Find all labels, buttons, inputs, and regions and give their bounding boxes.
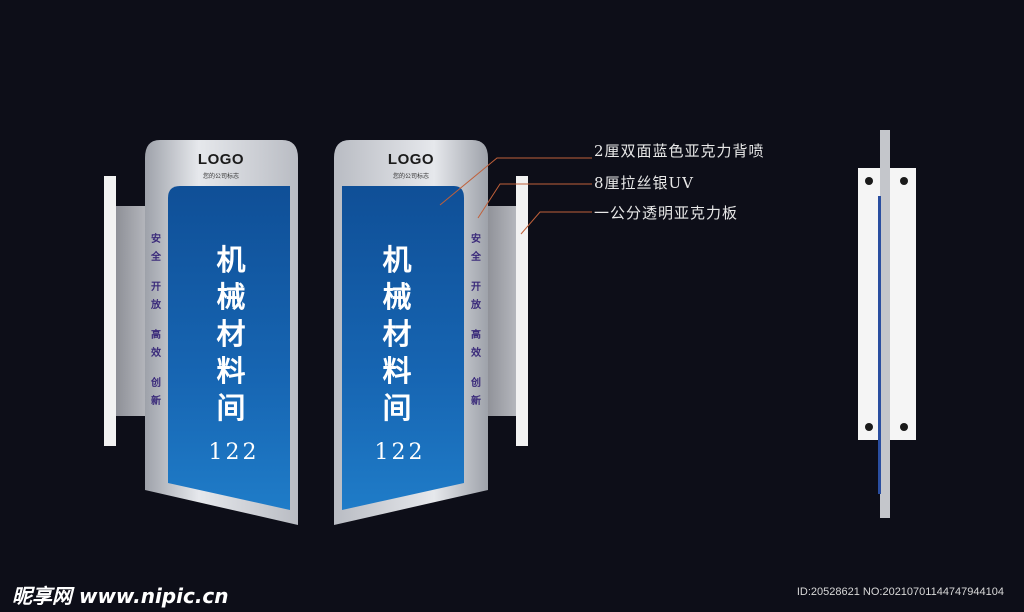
slogan-char: 安 <box>151 234 161 245</box>
watermark-id: ID:20528621 NO:20210701144747944104 <box>796 586 1004 598</box>
slogan-char: 新 <box>151 396 161 407</box>
left-logo: LOGO <box>197 151 245 168</box>
room-name-char: 材 <box>216 317 246 351</box>
room-name-char: 械 <box>216 280 246 314</box>
slogan-char: 创 <box>471 378 481 389</box>
slogan-char: 高 <box>151 330 161 341</box>
screw-icon <box>865 177 873 185</box>
watermark-site: 昵享网 www.nipic.cn <box>12 584 229 608</box>
room-name-char: 料 <box>216 354 246 388</box>
right-logo-subtitle: 您的公司标志 <box>392 173 429 180</box>
left-wall-plate <box>104 176 116 446</box>
room-name-char: 机 <box>382 243 412 277</box>
slogan-char: 效 <box>151 348 161 359</box>
callout-line-2 <box>477 183 592 219</box>
slogan-char: 开 <box>471 282 481 293</box>
slogan-char: 放 <box>151 300 161 311</box>
slogan-char: 全 <box>151 252 161 263</box>
slogan-char: 效 <box>471 348 481 359</box>
left-bracket <box>116 206 146 416</box>
room-name-char: 机 <box>216 243 246 277</box>
room-name-char: 料 <box>382 354 412 388</box>
side-view-blue-layer <box>878 196 881 494</box>
room-name-char: 械 <box>382 280 412 314</box>
callout-line-3 <box>520 211 592 235</box>
right-wall-plate <box>516 176 528 446</box>
slogan-char: 高 <box>471 330 481 341</box>
right-blue-panel <box>334 186 464 510</box>
room-name-char: 间 <box>216 391 246 425</box>
side-view-rod <box>880 130 890 518</box>
slogan-char: 安 <box>471 234 481 245</box>
slogan-char: 开 <box>151 282 161 293</box>
left-blue-panel <box>168 186 290 510</box>
room-name-char: 材 <box>382 317 412 351</box>
right-bracket <box>486 206 516 416</box>
slogan-char: 全 <box>471 252 481 263</box>
slogan-char: 新 <box>471 396 481 407</box>
screw-icon <box>900 177 908 185</box>
callout-silver-uv: 8厘拉丝银UV <box>594 174 695 192</box>
right-room-number: 122 <box>374 440 426 465</box>
left-logo-subtitle: 您的公司标志 <box>202 173 239 180</box>
callout-clear-acrylic: 一公分透明亚克力板 <box>594 204 739 222</box>
room-name-char: 间 <box>382 391 412 425</box>
slogan-char: 创 <box>151 378 161 389</box>
callout-line-1 <box>439 157 592 206</box>
right-logo: LOGO <box>387 151 435 168</box>
screw-icon <box>900 423 908 431</box>
slogan-char: 放 <box>471 300 481 311</box>
callout-blue-acrylic: 2厘双面蓝色亚克力背喷 <box>594 142 765 160</box>
screw-icon <box>865 423 873 431</box>
left-room-number: 122 <box>208 440 260 465</box>
